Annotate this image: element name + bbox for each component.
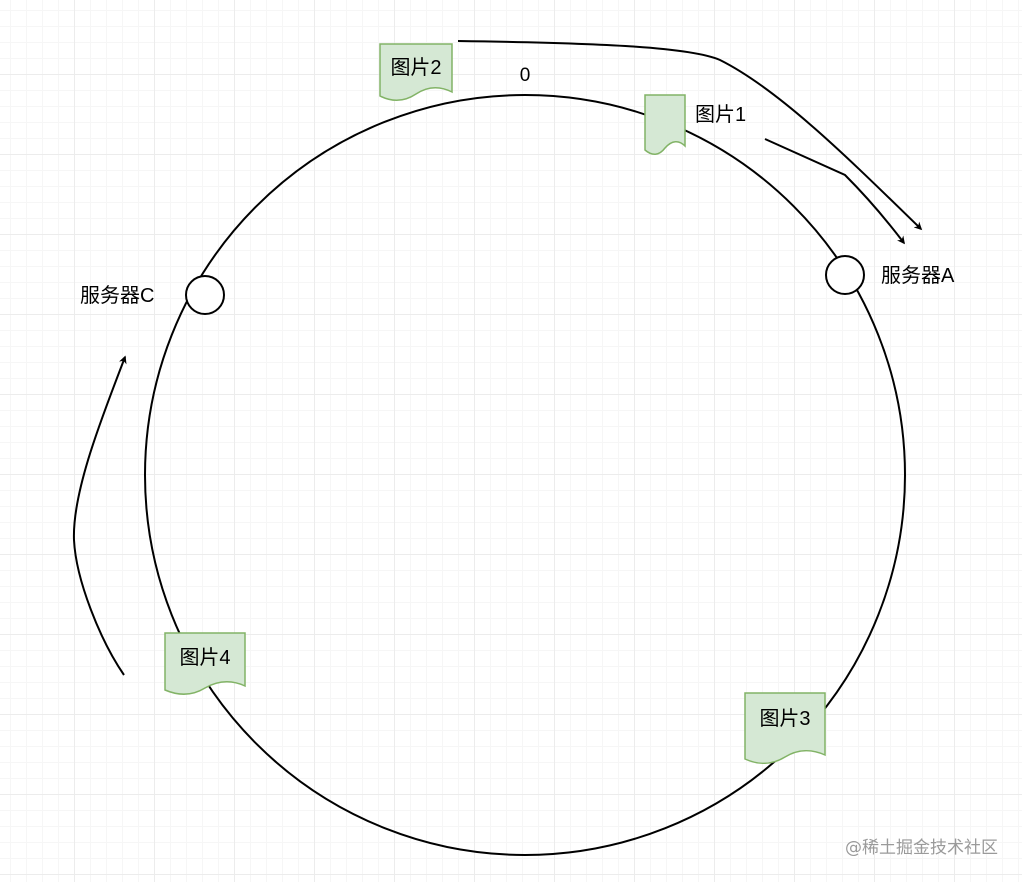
arrow-image-1-to-server-a[interactable] — [764, 138, 905, 245]
server-a-node[interactable] — [825, 255, 865, 295]
image-1-label: 图片1 — [695, 103, 746, 126]
image-4-label: 图片4 — [179, 646, 230, 669]
ring-start-label: 0 — [520, 65, 531, 86]
server-c-label: 服务器C — [80, 284, 154, 307]
image-3-shape[interactable] — [744, 692, 826, 764]
arrow-image-4-to-server-c[interactable] — [72, 355, 127, 676]
image-4-shape[interactable] — [164, 632, 246, 695]
server-a[interactable]: 服务器A — [825, 255, 955, 295]
server-c-node[interactable] — [185, 275, 225, 315]
image-1[interactable]: 图片1 — [644, 94, 746, 155]
server-c[interactable]: 服务器C — [80, 275, 225, 315]
image-4[interactable]: 图片4 — [164, 632, 246, 695]
image-1-shape[interactable] — [644, 94, 686, 155]
image-2-shape[interactable] — [379, 43, 453, 101]
image-3-label: 图片3 — [759, 707, 810, 730]
watermark: @稀土掘金技术社区 — [845, 838, 998, 858]
hash-ring — [144, 94, 906, 856]
server-a-label: 服务器A — [881, 264, 955, 287]
image-2[interactable]: 图片2 — [379, 43, 453, 101]
image-2-label: 图片2 — [390, 56, 441, 79]
arrow-image-2-to-server-a[interactable] — [457, 40, 923, 231]
image-3[interactable]: 图片3 — [744, 692, 826, 764]
